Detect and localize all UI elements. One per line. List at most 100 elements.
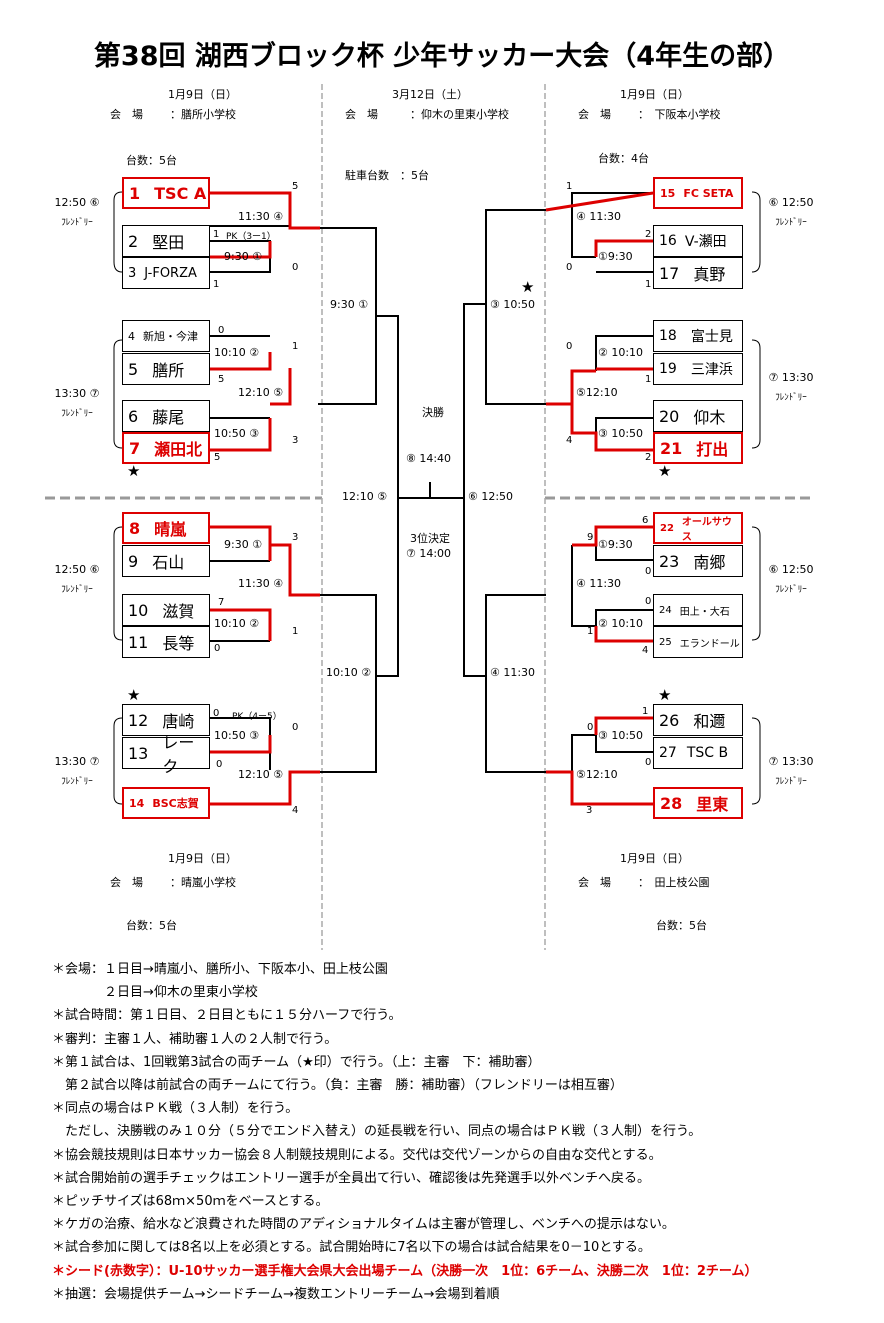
header-bottom-right-count: 台数：5台	[656, 919, 707, 932]
match-time: ② 10:10	[598, 617, 644, 630]
line-r3-c	[485, 594, 546, 773]
pk-result: PK（4ー5）	[232, 712, 282, 722]
line-l2-c	[376, 315, 399, 677]
red-l1-b	[209, 241, 272, 259]
side-brace-l1	[113, 191, 123, 273]
match-time: ①9:30	[598, 538, 633, 551]
score: 0	[218, 325, 225, 336]
score: 1	[213, 279, 220, 290]
score: 1	[642, 706, 649, 717]
match-time: 9:30 ①	[330, 298, 369, 311]
side-brace-r1	[751, 191, 761, 273]
line-r3-c2	[571, 545, 596, 627]
score: 5	[292, 181, 299, 192]
third-place-label: 3位決定	[410, 532, 450, 545]
score: 0	[292, 262, 299, 273]
header-bottom-right-venue-label: 会 場	[578, 876, 611, 889]
score: 1	[645, 374, 652, 385]
match-time: 10:10 ②	[214, 346, 260, 359]
header-bottom-right-date: 1月9日（日）	[620, 852, 689, 865]
line-l1-c	[318, 227, 377, 405]
final-time: ⑧ 14:40	[406, 452, 452, 465]
side-brace-r3	[751, 526, 761, 641]
red-r3-b	[594, 626, 653, 643]
score: 1	[645, 279, 652, 290]
match-time: 12:10 ⑤	[238, 768, 284, 781]
star-icon: ★	[127, 686, 141, 704]
score: 1	[292, 341, 299, 352]
score: 0	[645, 757, 652, 768]
score: 9	[587, 532, 594, 543]
red-l2-b	[209, 418, 272, 452]
header-top-center-venue: ：仰木の里東小学校	[410, 108, 509, 121]
red-r4-a	[594, 716, 653, 735]
header-top-right-date: 1月9日（日）	[620, 88, 689, 101]
pk-result: PK（3ー1）	[226, 232, 276, 242]
side-brace-r4	[751, 717, 761, 805]
red-l1	[209, 191, 320, 230]
line-r1-c	[485, 209, 546, 405]
note-line: ＊試合時間：第１日目、２日目ともに１５分ハーフで行う。	[52, 1008, 402, 1024]
star-icon: ★	[658, 686, 672, 704]
match-time: ①9:30	[598, 250, 633, 263]
note-line: ＊ケガの治療、給水など浪費された時間のアディショナルタイムは主審が管理し、ベンチ…	[52, 1217, 675, 1233]
red-r2-b	[570, 369, 653, 452]
note-line: ＊試合開始前の選手チェックはエントリー選手が全員出て行い、確認後は先発選手以外ベ…	[52, 1170, 651, 1186]
red-r1-a	[545, 191, 654, 212]
side-brace-r2	[751, 339, 761, 449]
score: 0	[587, 722, 594, 733]
score: 6	[642, 515, 649, 526]
match-time: 11:30 ④	[238, 210, 284, 223]
header-top-right-venue-label: 会 場	[578, 108, 611, 121]
red-l4-b	[209, 770, 320, 806]
semi-left-time: 12:10 ⑤	[342, 490, 388, 503]
side-brace-l4	[113, 717, 123, 805]
match-time: 12:10 ⑤	[238, 386, 284, 399]
score: 5	[218, 374, 225, 385]
score: 1	[566, 181, 573, 192]
match-time: 10:50 ③	[214, 729, 260, 742]
score: 4	[292, 805, 299, 816]
header-top-center-count: 駐車台数 ：5台	[345, 169, 429, 182]
match-time: ④ 11:30	[576, 210, 622, 223]
note-line: ＊審判：主審１人、補助審１人の２人制で行う。	[52, 1031, 338, 1047]
header-bottom-left-count: 台数：5台	[126, 919, 177, 932]
line-r2-a	[595, 335, 653, 371]
header-top-center-venue-label: 会 場	[345, 108, 378, 121]
header-bottom-left-date: 1月9日（日）	[168, 852, 237, 865]
match-time: ⑤12:10	[576, 386, 618, 399]
note-line: 第２試合以降は前試合の両チームにて行う。（負：主審 勝：補助審）（フレンドリーは…	[52, 1078, 623, 1094]
match-time: 11:30 ④	[238, 577, 284, 590]
note-line: ＊同点の場合はＰＫ戦（３人制）を行う。	[52, 1101, 299, 1117]
score: 0	[292, 722, 299, 733]
side-brace-l3	[113, 526, 123, 641]
line-r4-a	[595, 735, 653, 753]
match-time: ④ 11:30	[576, 577, 622, 590]
page-title: 第38回 湖西ブロック杯 少年サッカー大会（4年生の部）	[93, 41, 791, 72]
star-icon: ★	[658, 462, 672, 480]
score: 1	[213, 229, 220, 240]
side-brace-l2	[113, 339, 123, 449]
score: 4	[566, 435, 573, 446]
match-time: 9:30 ①	[224, 250, 263, 263]
